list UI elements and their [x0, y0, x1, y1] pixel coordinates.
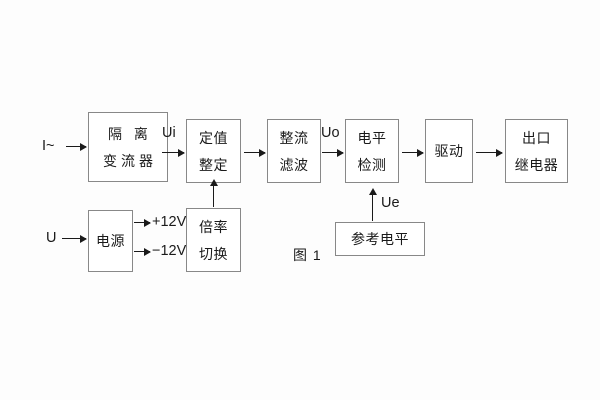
block-output-relay-line-1: 出口	[522, 129, 551, 146]
block-rectify-filter-line-2: 滤波	[279, 156, 309, 173]
block-level-detect-line-2: 检测	[357, 156, 387, 173]
block-output-relay-line-2: 继电器	[514, 156, 559, 173]
block-setting-adjust-line-2: 整定	[199, 156, 228, 173]
block-multiplier-switch-line-2: 切换	[199, 245, 228, 262]
block-level-detect: 电平 检测	[345, 119, 399, 183]
input-label-current: I~	[42, 138, 55, 154]
rail-label-positive: +12V	[152, 214, 187, 230]
block-isolation-transformer-line-1: 隔 离	[108, 125, 152, 142]
arrow-setting-to-rectify	[244, 148, 266, 157]
block-isolation-transformer: 隔 离 变流器	[88, 112, 168, 182]
arrow-current-input	[66, 142, 87, 151]
block-isolation-transformer-line-2: 变流器	[103, 152, 157, 169]
block-multiplier-switch-line-1: 倍率	[199, 218, 228, 235]
signal-label-ui: Ui	[162, 125, 176, 141]
block-drive-line-1: 驱动	[434, 143, 464, 159]
arrow-level-to-drive	[402, 148, 424, 157]
arrow-reference-to-level	[368, 188, 377, 221]
arrow-ui	[162, 148, 185, 157]
arrow-voltage-input	[62, 234, 87, 243]
block-rectify-filter-line-1: 整流	[279, 129, 309, 146]
block-rectify-filter: 整流 滤波	[267, 119, 321, 183]
block-power-supply: 电源	[88, 210, 133, 272]
block-power-supply-line-1: 电源	[96, 233, 125, 249]
block-setting-adjust: 定值 整定	[186, 119, 241, 183]
signal-label-uo: Uo	[321, 125, 340, 141]
block-setting-adjust-line-1: 定值	[199, 129, 228, 146]
input-label-voltage: U	[46, 230, 57, 246]
arrow-drive-to-relay	[476, 148, 503, 157]
signal-label-ue: Ue	[381, 195, 400, 211]
block-reference-level: 参考电平	[335, 222, 425, 256]
arrow-rail-negative	[134, 247, 151, 256]
arrow-rail-positive	[134, 218, 151, 227]
arrow-multiplier-to-setting	[209, 179, 218, 207]
block-output-relay: 出口 继电器	[505, 119, 568, 183]
figure-caption: 图 1	[293, 247, 322, 263]
arrow-uo	[322, 148, 344, 157]
rail-label-negative: −12V	[152, 243, 187, 259]
block-drive: 驱动	[425, 119, 473, 183]
block-multiplier-switch: 倍率 切换	[186, 208, 241, 272]
block-level-detect-line-1: 电平	[357, 129, 387, 146]
block-reference-level-line-1: 参考电平	[351, 231, 409, 247]
